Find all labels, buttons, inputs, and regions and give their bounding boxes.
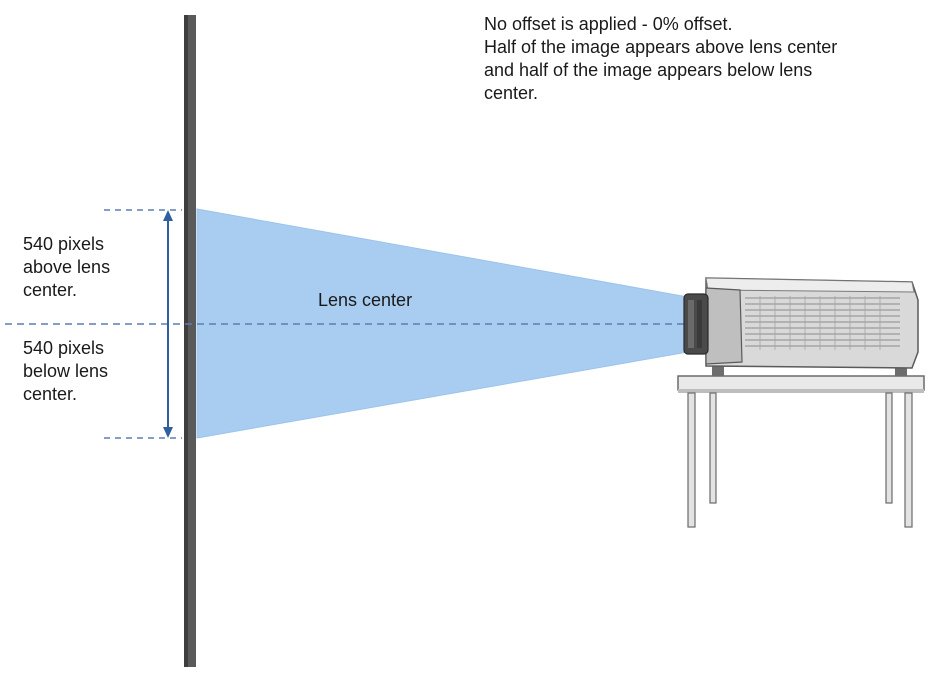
above-lens-label: 540 pixels above lens center. xyxy=(23,233,110,302)
caption-line: center. xyxy=(484,83,539,103)
projector xyxy=(683,277,919,376)
label-line: 540 pixels xyxy=(23,234,105,254)
caption-line: Half of the image appears above lens cen… xyxy=(484,37,838,57)
offset-caption: No offset is applied - 0% offset. Half o… xyxy=(484,13,837,105)
arrow-head-up xyxy=(163,210,173,221)
label-line: center. xyxy=(23,384,78,404)
label-line: above lens xyxy=(23,257,111,277)
label-line: below lens xyxy=(23,361,109,381)
caption-line: and half of the image appears below lens xyxy=(484,60,813,80)
below-lens-label: 540 pixels below lens center. xyxy=(23,337,108,406)
lens-center-label: Lens center xyxy=(318,290,413,310)
caption-line: No offset is applied - 0% offset. xyxy=(484,14,733,34)
screen-shade xyxy=(184,15,188,667)
arrow-head-down xyxy=(163,427,173,438)
label-line: 540 pixels xyxy=(23,338,105,358)
table xyxy=(677,375,925,528)
label-line: center. xyxy=(23,280,78,300)
